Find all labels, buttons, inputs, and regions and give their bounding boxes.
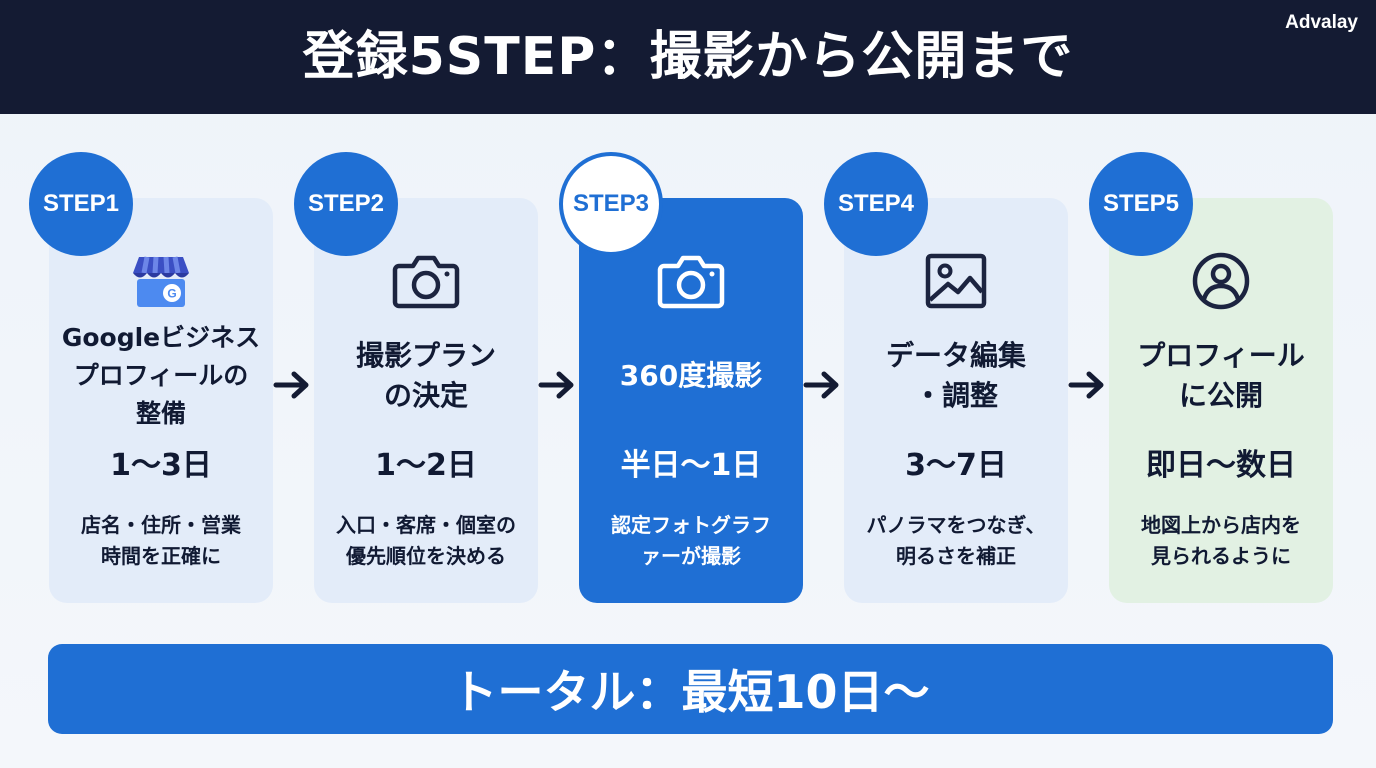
step-name: プロフィール に公開 [1137,339,1305,412]
brand-logo: Advalay [1285,12,1358,33]
arrow-right-icon [273,371,309,399]
header-bar: 登録5STEP：撮影から公開まで Advalay [0,0,1376,114]
step-card-3: 360度撮影 半日〜1日 認定フォトグラフ ァーが撮影 [579,198,803,603]
step-duration: 即日〜数日 [1146,448,1296,483]
user-profile-icon [1181,248,1261,314]
step-name: Googleビジネス プロフィールの 整備 [61,323,261,428]
step-name: 撮影プラン の決定 [355,339,496,412]
step-badge-1: STEP1 [29,152,133,256]
arrow-right-icon [538,371,574,399]
step-name: 360度撮影 [619,359,763,392]
step-description: 認定フォトグラフ ァーが撮影 [611,513,771,568]
image-icon [916,248,996,314]
step-badge-3: STEP3 [559,152,663,256]
step-card-1: G Googleビジネス プロフィールの 整備 1〜3日 店名・住所・営業 時間… [49,198,273,603]
step-duration: 1〜3日 [110,448,212,483]
step-duration: 3〜7日 [905,448,1007,483]
camera-icon [651,248,731,314]
google-business-store-icon: G [121,248,201,314]
step-duration: 1〜2日 [375,448,477,483]
step-card-2: 撮影プラン の決定 1〜2日 入口・客席・個室の 優先順位を決める [314,198,538,603]
total-duration-banner: トータル：最短10日〜 [48,644,1333,734]
page-title: 登録5STEP：撮影から公開まで [302,27,1074,87]
step-badge-5: STEP5 [1089,152,1193,256]
step-description: パノラマをつなぎ、 明るさを補正 [866,513,1046,568]
step-description: 入口・客席・個室の 優先順位を決める [336,513,516,568]
step-duration: 半日〜1日 [620,448,762,483]
step-badge-4: STEP4 [824,152,928,256]
step-description: 店名・住所・営業 時間を正確に [81,513,241,568]
step-name: データ編集 ・調整 [885,339,1026,412]
step-badge-2: STEP2 [294,152,398,256]
step-card-4: データ編集 ・調整 3〜7日 パノラマをつなぎ、 明るさを補正 [844,198,1068,603]
step-card-5: プロフィール に公開 即日〜数日 地図上から店内を 見られるように [1109,198,1333,603]
arrow-right-icon [803,371,839,399]
arrow-right-icon [1068,371,1104,399]
camera-icon [386,248,466,314]
step-description: 地図上から店内を 見られるように [1141,513,1301,568]
svg-text:G: G [167,287,176,301]
